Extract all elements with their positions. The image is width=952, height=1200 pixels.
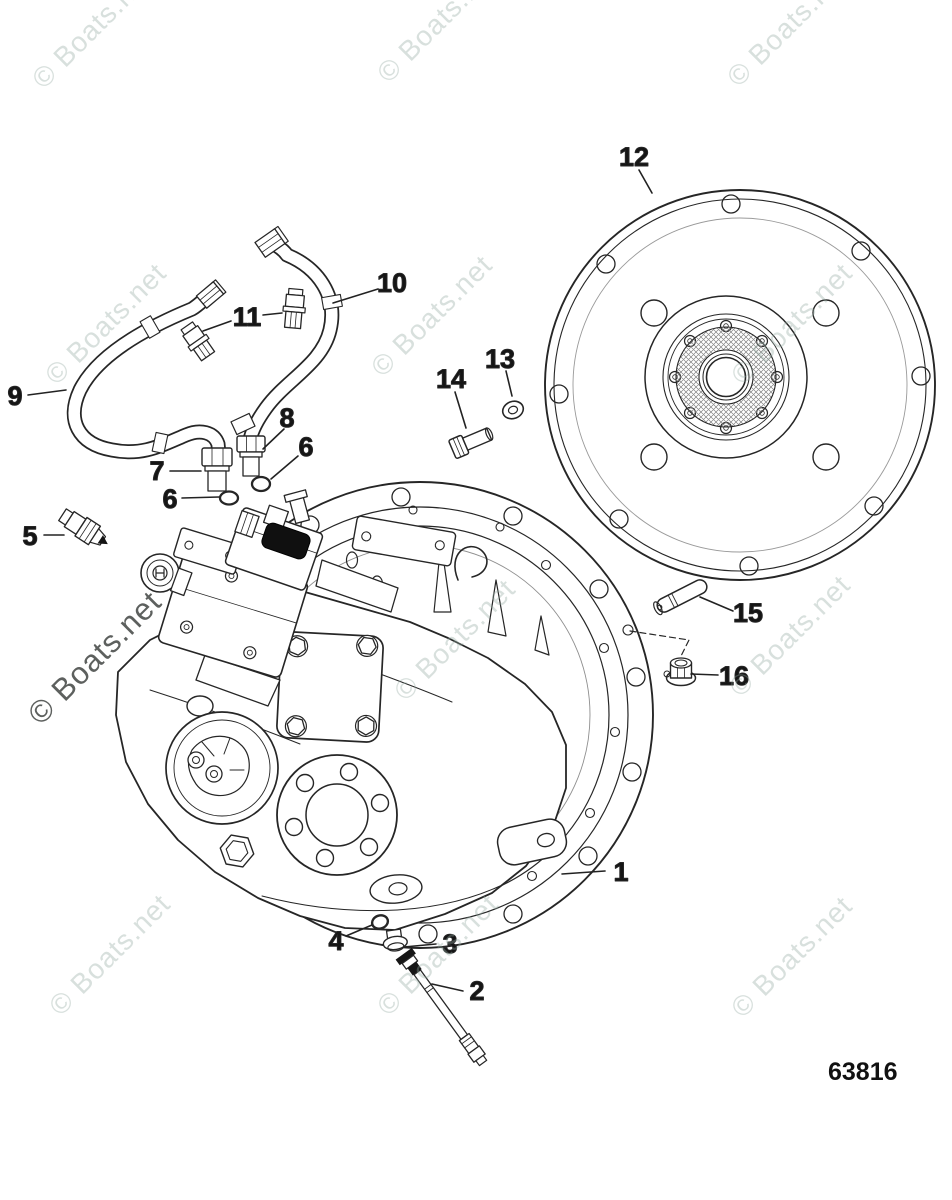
solenoid-coil (140, 553, 193, 597)
callout-leader-6 (181, 496, 220, 499)
part-6-oring-right (250, 475, 272, 493)
callout-label-10: 10 (377, 268, 407, 298)
part-11-fitting-right (282, 287, 306, 330)
callout-leader-11 (202, 320, 232, 332)
callout-label-2: 2 (469, 976, 484, 1006)
callout-label-9: 9 (7, 381, 22, 411)
part-14-bolt (448, 427, 494, 459)
callout-leader-4 (345, 924, 373, 937)
callout-leader-3 (403, 943, 437, 948)
callout-label-6: 6 (162, 484, 177, 514)
part-2-dipstick (395, 947, 488, 1067)
callout-label-4: 4 (328, 926, 343, 956)
callout-leader-14 (454, 391, 467, 429)
callout-label-12: 12 (619, 142, 649, 172)
part-3-plug (382, 928, 408, 952)
callout-leader-11 (262, 312, 283, 316)
valve-assembly (140, 489, 399, 707)
output-flange (276, 754, 398, 876)
callout-label-3: 3 (442, 929, 457, 959)
callout-leader-15 (699, 596, 734, 612)
callout-leader-12 (638, 169, 653, 194)
callout-leader-16 (690, 673, 719, 676)
callout-label-13: 13 (485, 344, 515, 374)
callout-label-14: 14 (436, 364, 466, 394)
callout-label-5: 5 (22, 521, 37, 551)
callout-leader-9 (27, 389, 67, 396)
callout-leader-10 (332, 288, 379, 304)
callout-label-6: 6 (298, 432, 313, 462)
part-5-sender (58, 508, 108, 546)
alignment-dashed-line (629, 630, 690, 659)
part-11-fitting-left (180, 321, 216, 362)
callout-label-7: 7 (149, 456, 164, 486)
callout-leader-2 (431, 983, 464, 992)
part-16-nut (663, 657, 697, 687)
part-9-hose (66, 279, 232, 467)
part-7-fitting (201, 447, 233, 492)
callout-leader-1 (561, 870, 606, 875)
part-15-pin (653, 579, 708, 616)
callout-leader-8 (262, 428, 285, 450)
side-plate (276, 631, 384, 743)
callout-label-16: 16 (719, 661, 749, 691)
pump-assembly (165, 695, 279, 825)
callout-leader-13 (505, 370, 513, 397)
callout-label-1: 1 (613, 857, 628, 887)
drawing-number: 63816 (828, 1058, 898, 1086)
solenoid-connector (261, 522, 311, 560)
part-8-fitting (236, 435, 266, 477)
part-10-hose (230, 225, 343, 448)
part-12-damper-plate (544, 189, 936, 581)
callout-leader-6 (270, 455, 299, 480)
part-6-oring-left (218, 490, 240, 506)
callout-label-11: 11 (233, 302, 262, 332)
part-13-washer (501, 400, 525, 420)
callout-label-8: 8 (279, 403, 294, 433)
callout-label-15: 15 (733, 598, 763, 628)
